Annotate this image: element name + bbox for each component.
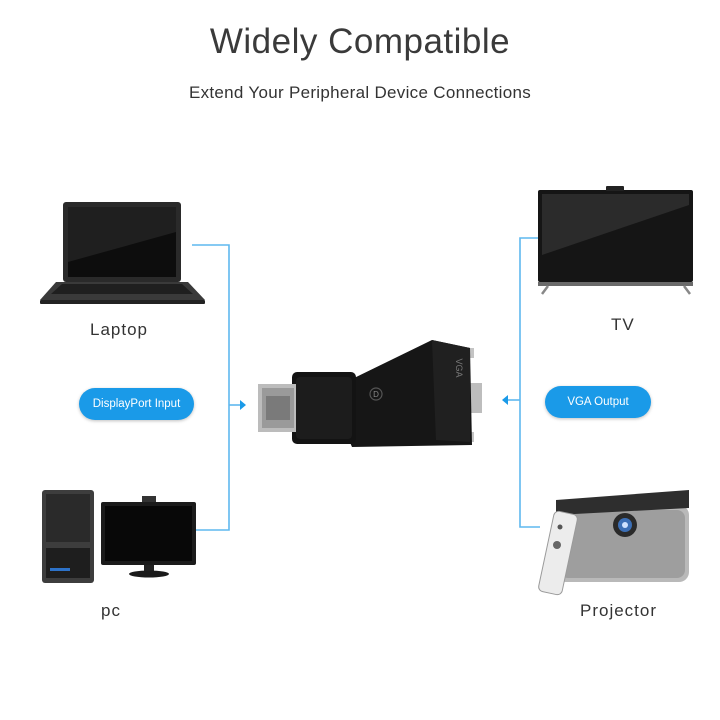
pc-label: pc [101, 601, 121, 620]
tv-label: TV [611, 315, 635, 334]
connector-lines [192, 237, 540, 531]
tv-icon [538, 186, 693, 295]
page-title: Widely Compatible [209, 22, 511, 61]
vga-output-badge: VGA Output [545, 386, 651, 418]
vga-port-mark: VGA [454, 358, 464, 377]
pc-monitor-icon [101, 496, 196, 578]
right-bracket-line [519, 237, 540, 528]
adapter-icon [258, 340, 482, 447]
pc-tower-icon [42, 490, 94, 583]
dp-mark: D [373, 390, 379, 399]
right-arrow-head-icon [502, 395, 508, 405]
page-subtitle: Extend Your Peripheral Device Connection… [188, 83, 532, 102]
projector-icon [538, 490, 689, 596]
left-bracket-line [192, 244, 230, 531]
projector-label: Projector [580, 601, 658, 620]
displayport-input-badge: DisplayPort Input [79, 388, 194, 420]
laptop-icon [40, 202, 205, 304]
laptop-label: Laptop [90, 320, 148, 339]
left-arrow-head-icon [240, 400, 246, 410]
